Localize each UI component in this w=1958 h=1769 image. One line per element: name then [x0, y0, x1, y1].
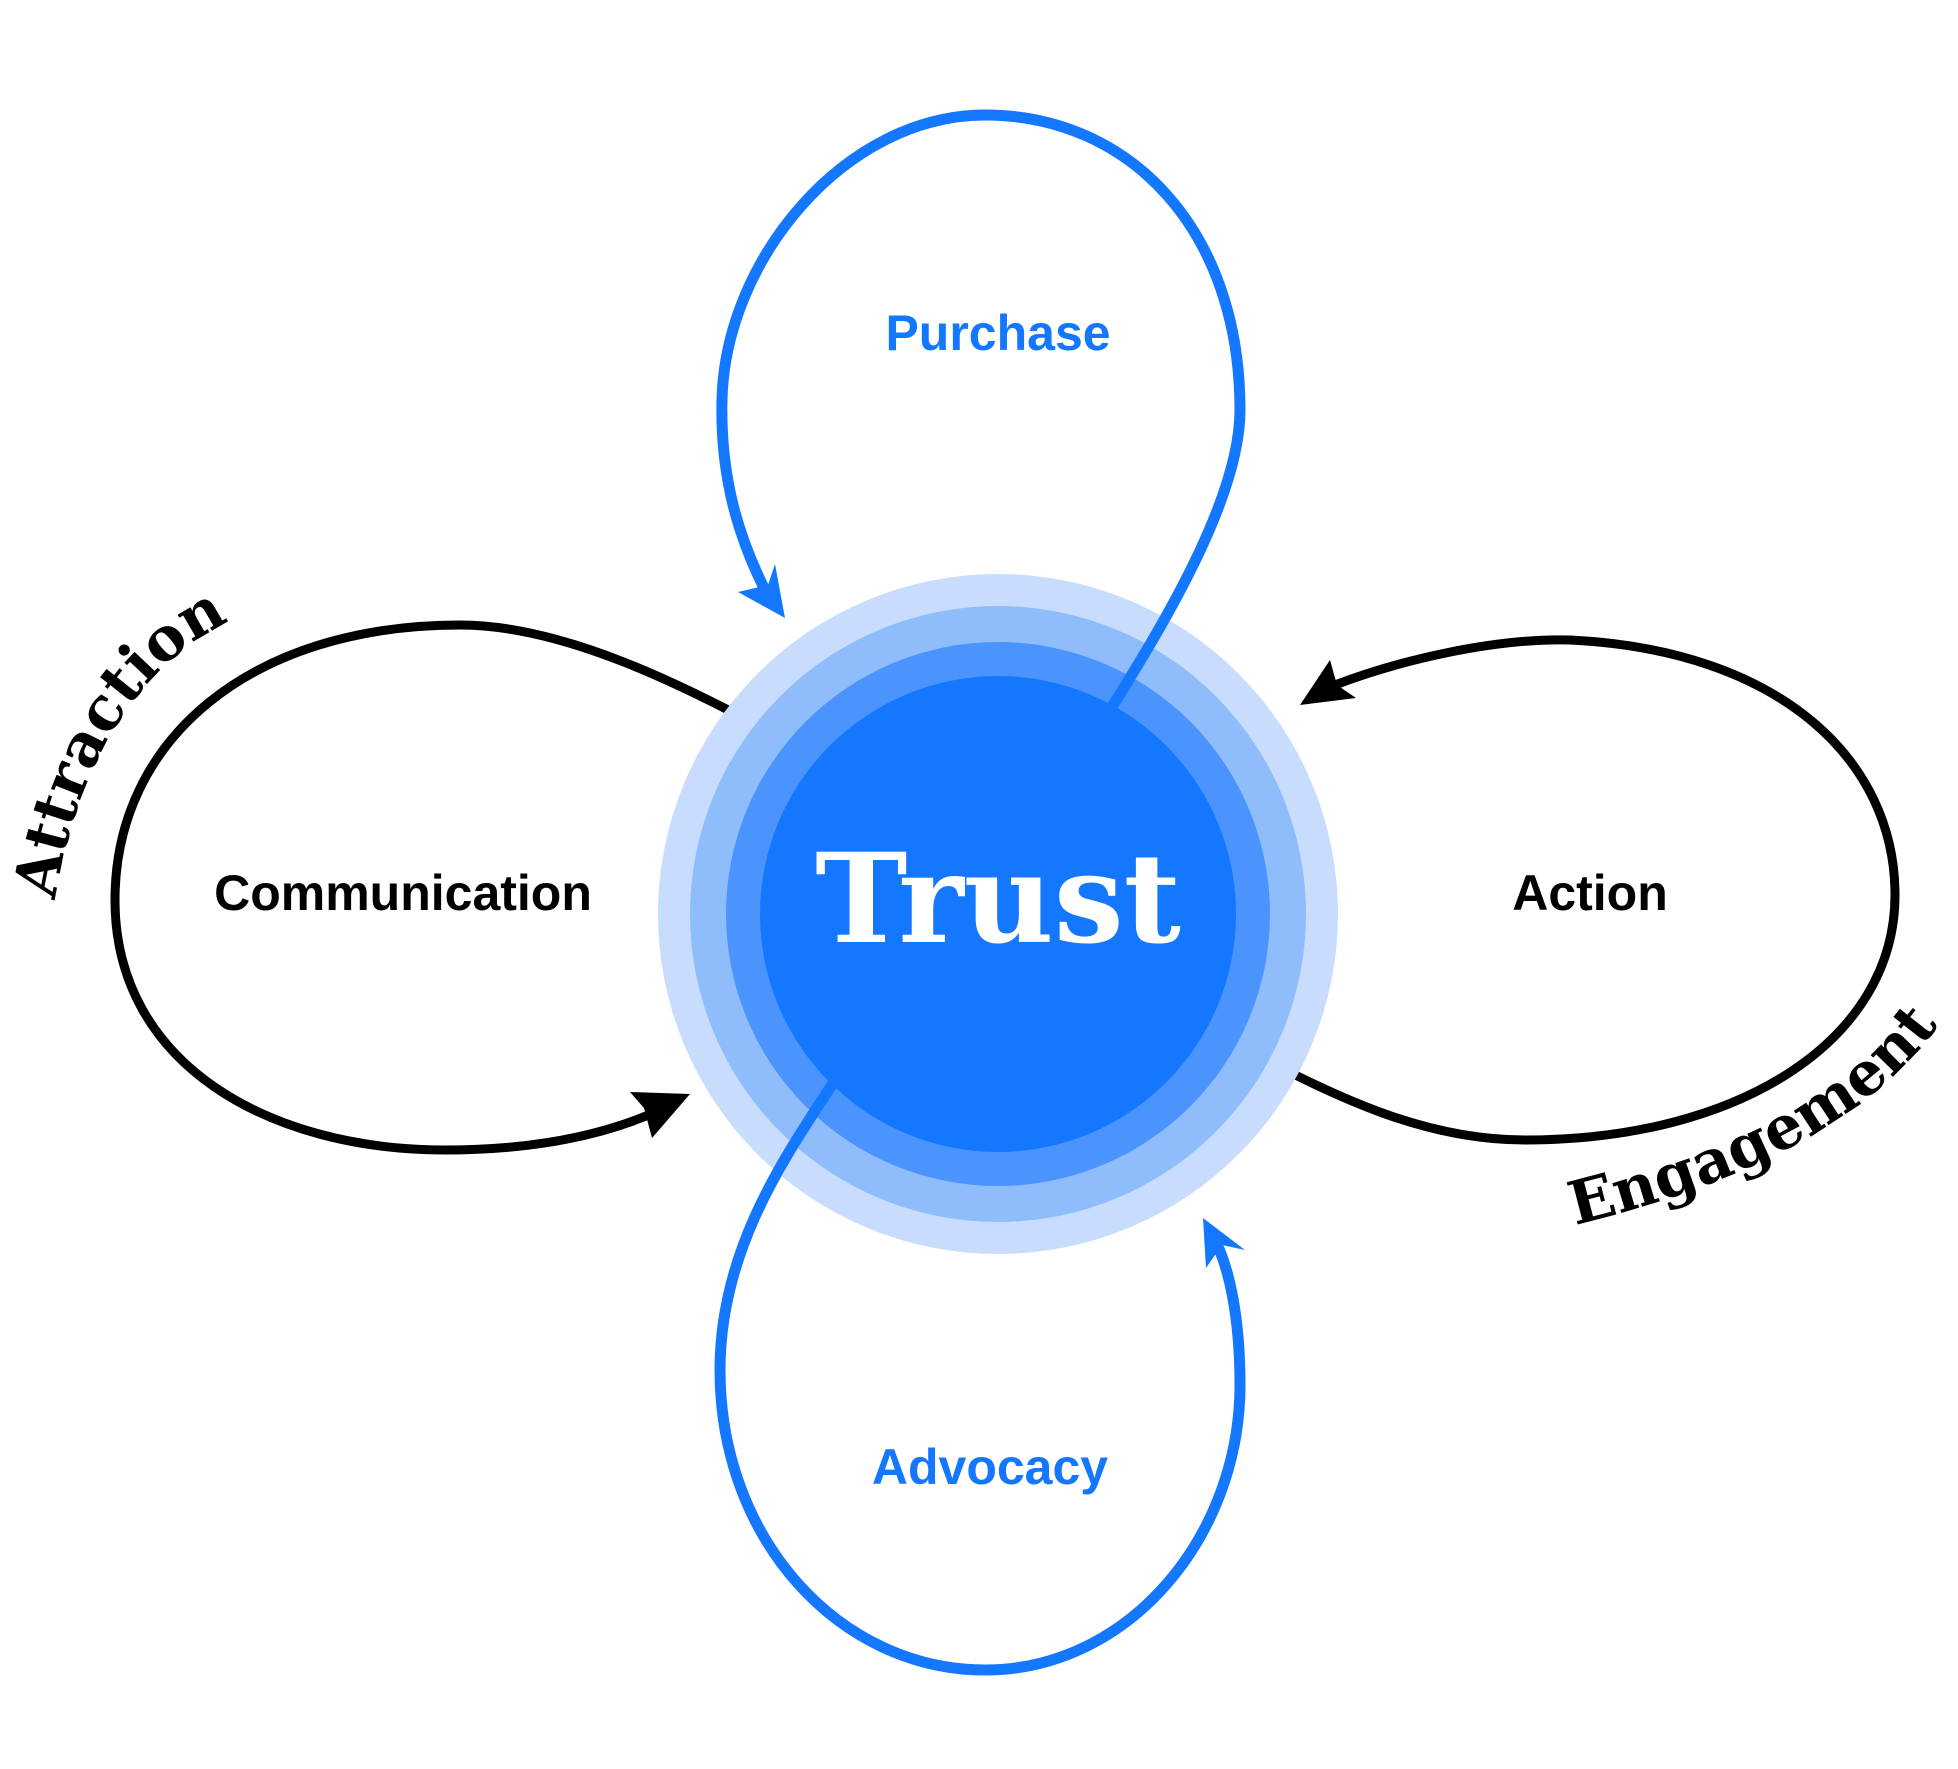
purchase-arrow-head: [738, 564, 785, 618]
advocacy-label: Advocacy: [872, 1439, 1108, 1495]
attraction-loop: [110, 620, 825, 1155]
advocacy-arrow-head: [1203, 1218, 1245, 1268]
trust-label: Trust: [815, 827, 1181, 972]
attraction-arrow-head: [630, 1092, 690, 1138]
communication-label: Communication: [214, 865, 592, 921]
engagement-label-path: Engagement: [1561, 991, 1951, 1240]
purchase-label: Purchase: [885, 305, 1110, 361]
engagement-loop: [1190, 635, 1900, 1145]
advocacy-loop: [714, 1074, 1246, 1676]
purchase-loop: [716, 109, 1246, 716]
trust-core: [760, 676, 1236, 1152]
engagement-arrow-head: [1300, 660, 1356, 705]
engagement-label: Engagement: [1561, 991, 1951, 1240]
action-label: Action: [1512, 865, 1668, 921]
